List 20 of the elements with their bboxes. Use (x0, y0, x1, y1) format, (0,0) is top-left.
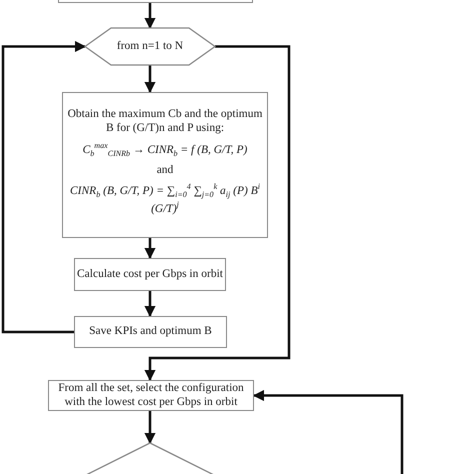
step-text: Calculate cost per Gbps in orbit (77, 268, 223, 282)
process-box (74, 258, 226, 291)
process-box (62, 92, 268, 238)
step-text: Save KPIs and optimum B (89, 325, 212, 339)
arrow (144, 65, 156, 94)
arrow (2, 40, 86, 334)
connector-word: and (156, 164, 174, 178)
arrow (144, 45, 290, 382)
step-text: Obtain the maximum Cb and the optimum B for (G/T)n and P using: (66, 108, 264, 136)
arrow (144, 3, 156, 30)
loop-hexagon (85, 28, 215, 65)
process-box (74, 316, 227, 348)
arrow (144, 291, 156, 318)
formula: CINR$_{b}$ (B, G/T, P) = ∑$_{i=0}$$^{4}$ ∑$_{j=0}$$^{k}$ a$_{ij}$ (P) B$^{i}$ (G/T)$^{j}$ (69, 182, 261, 217)
process-box (48, 380, 254, 411)
arrow (144, 238, 156, 260)
step-text: From all the set, select the configuration with the lowest cost per Gbps in orbit (57, 382, 245, 410)
arrow (144, 411, 156, 444)
step-text: from n=1 to N (116, 40, 184, 54)
arrow (252, 390, 404, 474)
